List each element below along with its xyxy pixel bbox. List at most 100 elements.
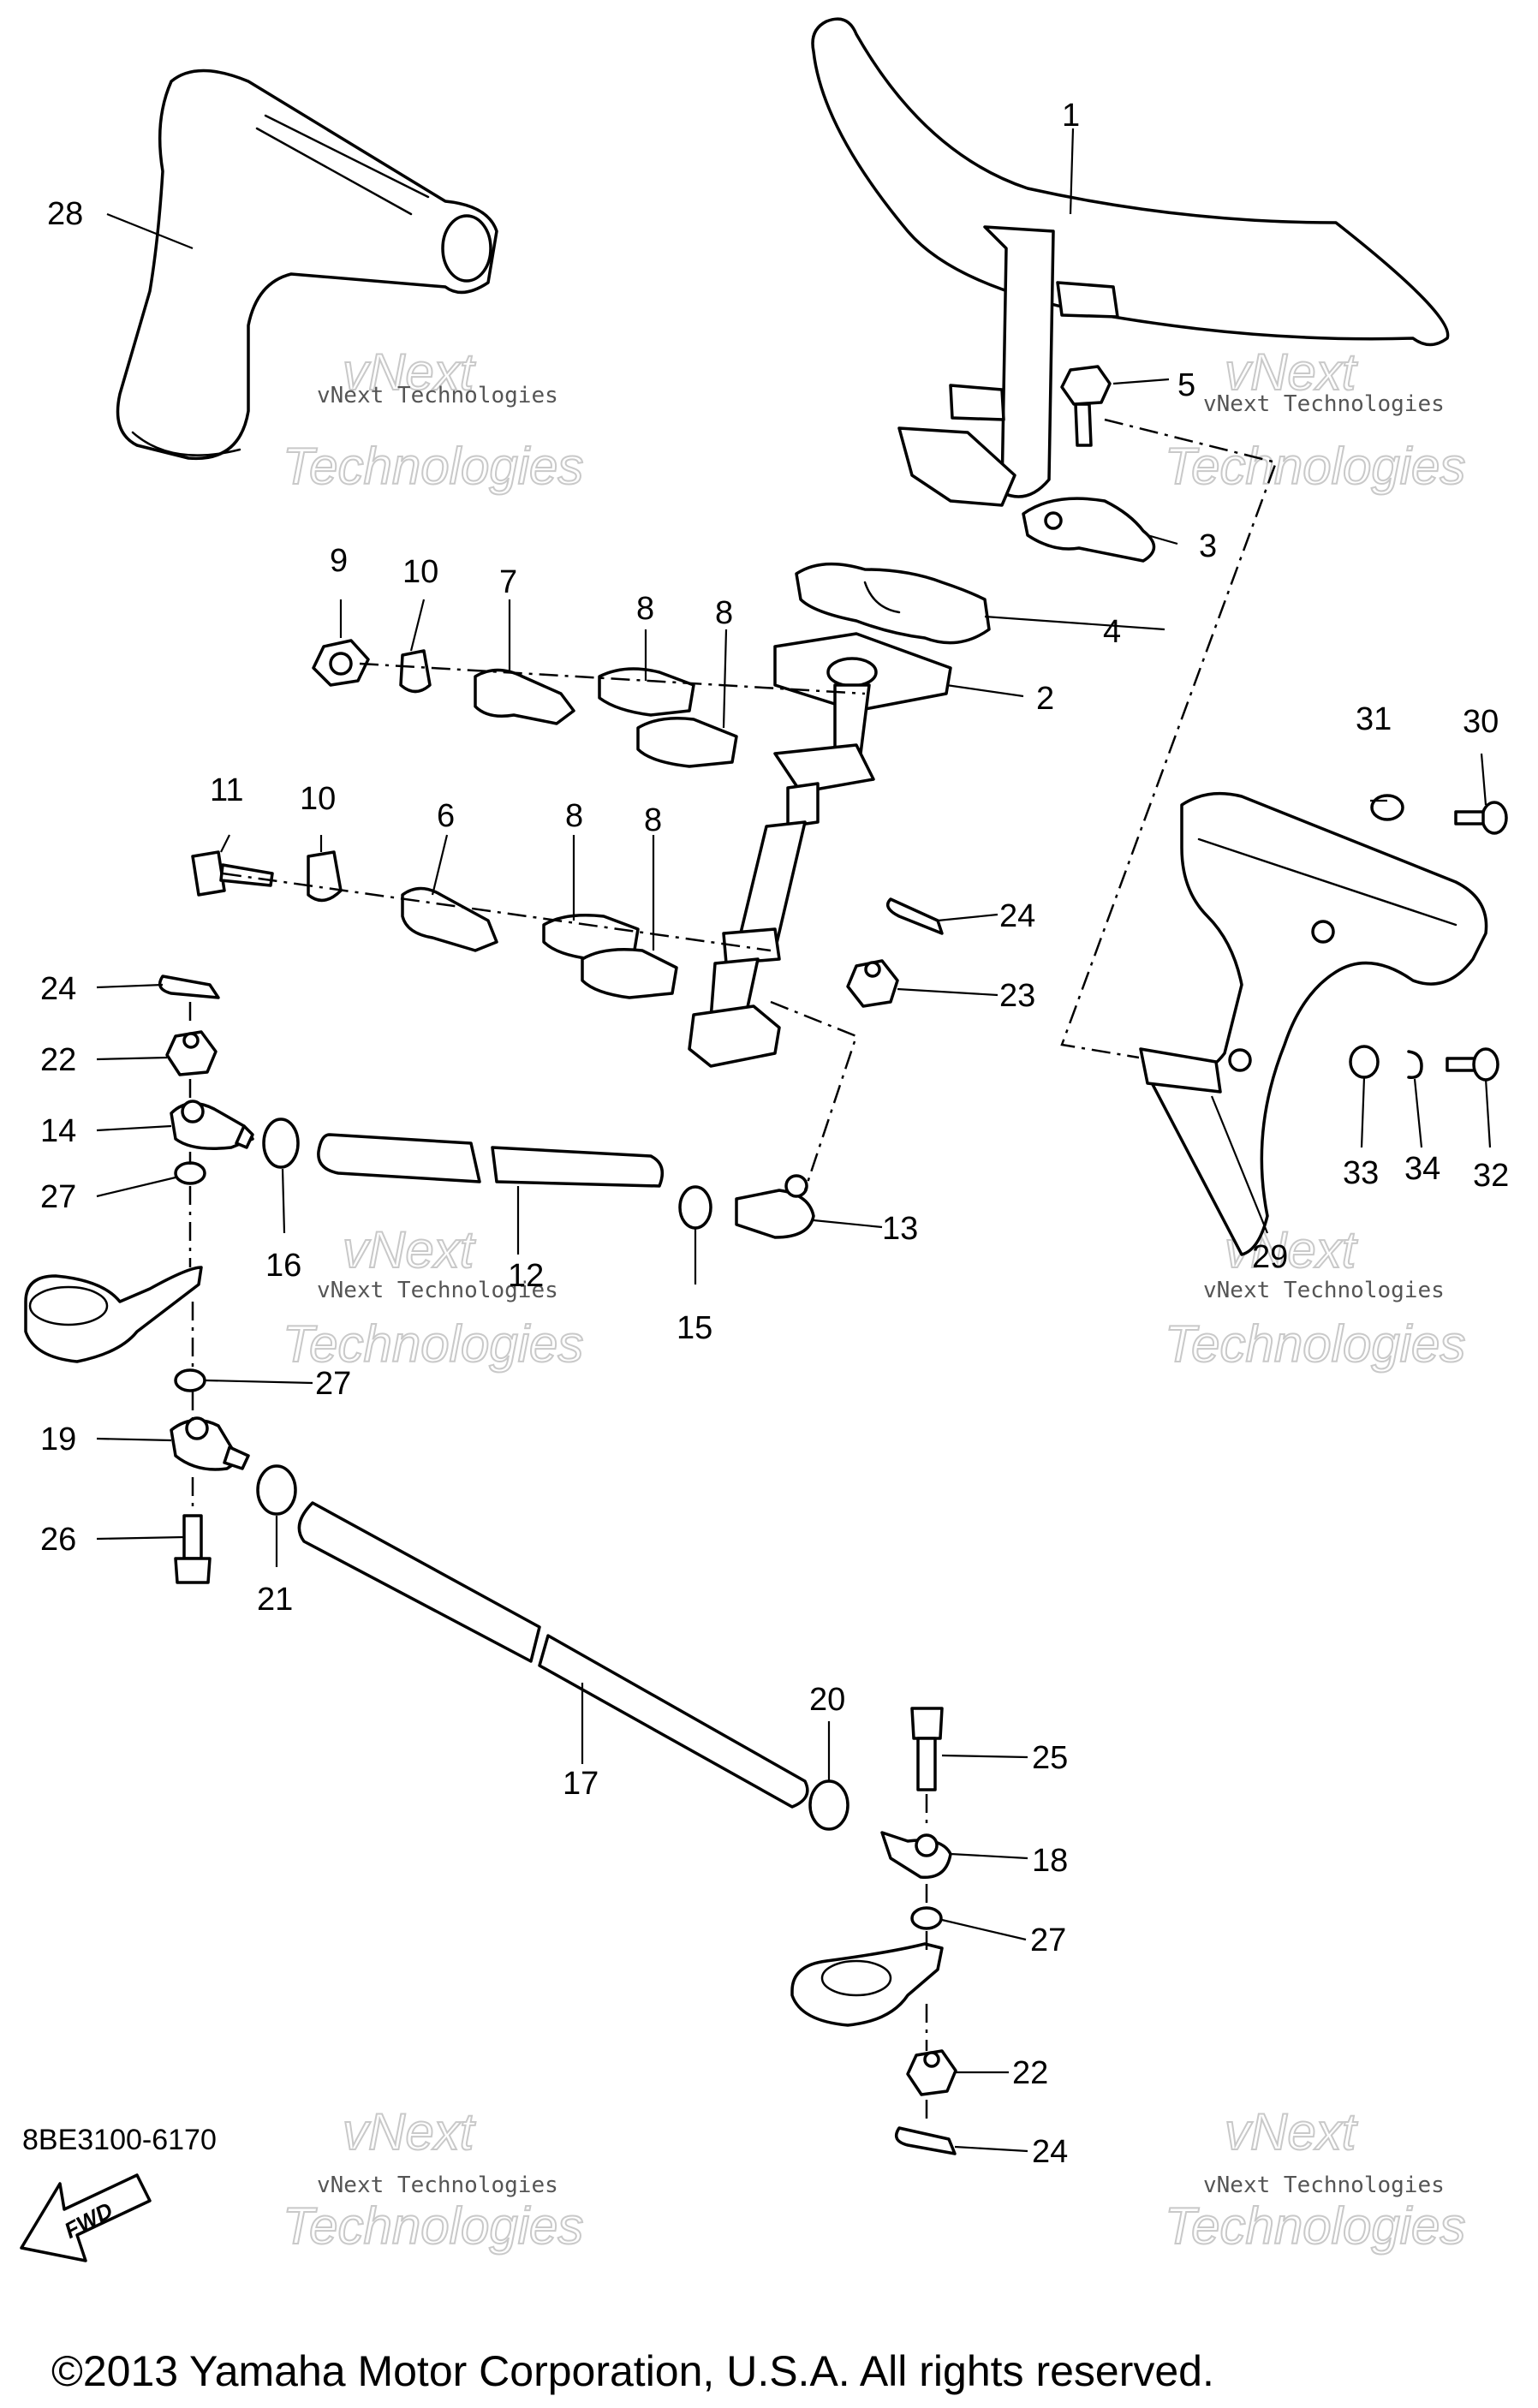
clamp-3-part bbox=[1022, 497, 1156, 563]
steering-arm-left-part bbox=[24, 1266, 203, 1363]
watermark-mid-left: vNext Technologies vNext Technologies bbox=[282, 1220, 584, 1374]
grommet-31-part bbox=[1370, 794, 1404, 821]
bolt-25-part bbox=[910, 1707, 944, 1791]
label-33: 33 bbox=[1343, 1155, 1379, 1191]
label-10b: 10 bbox=[300, 781, 336, 817]
bolt-26-part bbox=[174, 1514, 212, 1584]
label-5: 5 bbox=[1177, 367, 1195, 403]
tie-rod-end-13-part bbox=[735, 1174, 815, 1239]
label-1: 1 bbox=[1062, 98, 1080, 134]
label-8d: 8 bbox=[644, 802, 662, 838]
label-8b: 8 bbox=[715, 595, 733, 631]
cotter-pin-24b-part bbox=[158, 975, 220, 999]
diagram-code: 8BE3100-6170 bbox=[22, 2124, 217, 2156]
bushing-8b-part bbox=[636, 717, 738, 768]
nut-21-part bbox=[256, 1464, 297, 1516]
label-20: 20 bbox=[809, 1682, 845, 1718]
nut-23-part bbox=[846, 959, 899, 1008]
label-15: 15 bbox=[677, 1310, 712, 1346]
label-24b: 24 bbox=[40, 971, 76, 1007]
washer-10a-part bbox=[399, 649, 432, 694]
watermark-mid-right: vNext Technologies vNext Technologies bbox=[1164, 1220, 1466, 1374]
label-26: 26 bbox=[40, 1522, 76, 1558]
label-27a: 27 bbox=[40, 1179, 76, 1215]
label-24a: 24 bbox=[999, 898, 1035, 934]
steering-column-2-part bbox=[688, 632, 952, 1068]
svg-text:vNext: vNext bbox=[343, 2103, 476, 2161]
svg-text:Technologies: Technologies bbox=[283, 2197, 583, 2255]
label-23: 23 bbox=[999, 978, 1035, 1014]
nut-15-part bbox=[678, 1185, 712, 1230]
washer-33-part bbox=[1349, 1045, 1380, 1079]
label-11: 11 bbox=[210, 772, 243, 808]
watermark-top-left: vNext Technologies vNext Technologies bbox=[282, 343, 584, 496]
bushing-8c-part bbox=[542, 914, 640, 961]
label-16: 16 bbox=[265, 1248, 301, 1284]
washer-27b-part bbox=[174, 1368, 206, 1392]
label-25: 25 bbox=[1032, 1740, 1068, 1776]
label-6: 6 bbox=[437, 798, 455, 834]
bushing-8d-part bbox=[581, 948, 678, 999]
tie-rod-end-18-part bbox=[880, 1831, 952, 1879]
label-27c: 27 bbox=[1030, 1922, 1066, 1958]
label-18: 18 bbox=[1032, 1843, 1068, 1879]
nut-20-part bbox=[808, 1779, 849, 1831]
tie-rod-17-part bbox=[297, 1501, 809, 1809]
label-3: 3 bbox=[1199, 528, 1217, 564]
svg-text:Technologies: Technologies bbox=[1165, 1315, 1465, 1373]
nut-16-part bbox=[262, 1118, 300, 1169]
svg-text:Technologies: Technologies bbox=[283, 1315, 583, 1373]
handlebar-cover-part bbox=[116, 69, 498, 461]
label-10a: 10 bbox=[402, 554, 438, 590]
label-31: 31 bbox=[1356, 701, 1392, 737]
tie-rod-end-19-part bbox=[170, 1416, 250, 1471]
assembly-lines bbox=[188, 418, 1278, 2124]
upper-holder-4-part bbox=[795, 562, 991, 645]
screw-32-part bbox=[1446, 1047, 1499, 1082]
label-21: 21 bbox=[257, 1582, 293, 1618]
nut-22b-part bbox=[906, 2049, 957, 2096]
washer-10b-part bbox=[307, 850, 343, 903]
svg-text:vNext: vNext bbox=[1225, 2103, 1358, 2161]
label-9: 9 bbox=[330, 543, 348, 579]
washer-27c-part bbox=[910, 1906, 943, 1930]
label-19: 19 bbox=[40, 1422, 76, 1457]
nut-22a-part bbox=[165, 1030, 218, 1076]
cotter-pin-24a-part bbox=[885, 897, 944, 935]
svg-text:vNext: vNext bbox=[1225, 343, 1358, 401]
label-7: 7 bbox=[499, 564, 517, 600]
svg-text:vNext Technologies: vNext Technologies bbox=[317, 2173, 558, 2198]
label-17: 17 bbox=[563, 1766, 599, 1802]
washer-27a-part bbox=[174, 1161, 206, 1185]
label-14: 14 bbox=[40, 1113, 76, 1149]
svg-text:vNext Technologies: vNext Technologies bbox=[1203, 1278, 1445, 1303]
svg-text:Technologies: Technologies bbox=[283, 438, 583, 495]
label-24c: 24 bbox=[1032, 2134, 1068, 2170]
svg-text:vNext Technologies: vNext Technologies bbox=[1203, 391, 1445, 417]
svg-text:vNext: vNext bbox=[343, 343, 476, 401]
watermark-bottom-left: vNext Technologies vNext Technologies bbox=[282, 2102, 584, 2256]
handlebar-part bbox=[811, 17, 1450, 507]
svg-text:vNext Technologies: vNext Technologies bbox=[317, 383, 558, 408]
label-34: 34 bbox=[1404, 1151, 1440, 1187]
bolt-11-part bbox=[191, 850, 274, 897]
label-27b: 27 bbox=[315, 1366, 351, 1402]
fwd-arrow-icon: FWD bbox=[20, 2173, 152, 2262]
spring-washer-34-part bbox=[1407, 1050, 1423, 1079]
tie-rod-end-14-part bbox=[170, 1100, 254, 1150]
nut-9-part bbox=[312, 639, 370, 687]
clamp-6-part bbox=[401, 886, 498, 952]
label-29: 29 bbox=[1252, 1239, 1288, 1275]
svg-text:Technologies: Technologies bbox=[1165, 2197, 1465, 2255]
clamp-7-part bbox=[474, 668, 575, 725]
svg-text:vNext: vNext bbox=[343, 1221, 476, 1279]
label-8c: 8 bbox=[565, 798, 583, 834]
tie-rod-12-part bbox=[317, 1133, 665, 1188]
watermark-top-right: vNext Technologies vNext Technologies bbox=[1164, 343, 1466, 496]
label-12: 12 bbox=[508, 1258, 544, 1294]
screw-30-part bbox=[1454, 801, 1508, 835]
bushing-8a-part bbox=[598, 667, 695, 717]
part-number-labels: 1 2 3 4 5 6 7 8 8 8 8 9 10 10 11 12 13 1… bbox=[40, 98, 1509, 2170]
label-4: 4 bbox=[1103, 614, 1121, 650]
label-8a: 8 bbox=[636, 591, 654, 627]
